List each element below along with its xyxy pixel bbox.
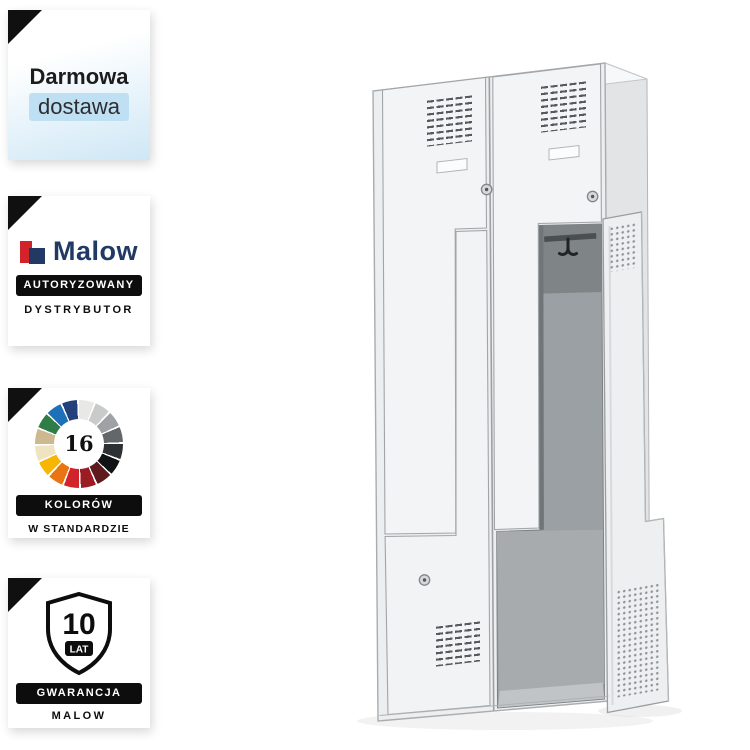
malow-logo-icon	[19, 239, 46, 265]
lock-icon	[480, 183, 493, 196]
colors-bar: KOLORÓW	[16, 494, 142, 516]
locker-doors	[381, 63, 602, 716]
free-delivery-text: Darmowa dostawa	[29, 64, 129, 121]
warranty-unit-band	[65, 640, 93, 656]
warranty-bar: GWARANCJA	[16, 682, 142, 704]
distributor-label: DYSTRYBUTOR	[24, 304, 134, 316]
color-wheel: 16	[35, 399, 123, 488]
badge-16-colors: 16 KOLORÓW W STANDARDZIE	[8, 388, 150, 538]
compartment-floor	[498, 682, 605, 708]
color-count: 16	[54, 418, 104, 469]
warranty-sub-label: MALOW	[51, 709, 107, 722]
free-delivery-line1: Darmowa	[29, 63, 129, 89]
warranty-shield-icon: 10 LAT	[46, 591, 112, 675]
color-count-value: 16	[64, 431, 94, 456]
vent-grille	[436, 621, 480, 667]
vent-grille	[541, 81, 586, 133]
corner-fold-icon	[8, 10, 42, 44]
lock-icon	[418, 574, 431, 586]
left-top-door	[381, 76, 488, 535]
badge-authorized-distributor: Malow AUTORYZOWANY DYSTRYBUTOR	[8, 196, 150, 346]
corner-fold-icon	[8, 578, 42, 612]
vent-grille	[427, 95, 472, 147]
open-compartment	[496, 223, 606, 709]
badge-free-delivery: Darmowa dostawa	[8, 10, 150, 160]
hook-rail	[544, 233, 597, 242]
brand-name: Malow	[52, 236, 138, 266]
label-holder	[436, 157, 468, 174]
door-perforation	[616, 582, 659, 698]
coat-hook-icon	[558, 237, 578, 256]
door-perforation	[609, 221, 638, 273]
corner-fold-icon	[8, 388, 42, 422]
authorized-bar: AUTORYZOWANY	[16, 275, 142, 296]
malow-logo: Malow	[19, 236, 138, 267]
corner-fold-icon	[8, 196, 42, 230]
right-top-door	[492, 63, 602, 531]
warranty-years: 10	[62, 608, 95, 641]
center-frame	[488, 77, 495, 711]
warranty-unit: LAT	[70, 644, 89, 655]
badge-warranty: 10 LAT GWARANCJA MALOW	[8, 578, 150, 728]
free-delivery-line2: dostawa	[29, 92, 129, 121]
door-details	[379, 144, 609, 716]
label-holder	[548, 144, 580, 161]
lock-icon	[586, 190, 599, 203]
colors-sub-label: W STANDARDZIE	[28, 522, 130, 535]
